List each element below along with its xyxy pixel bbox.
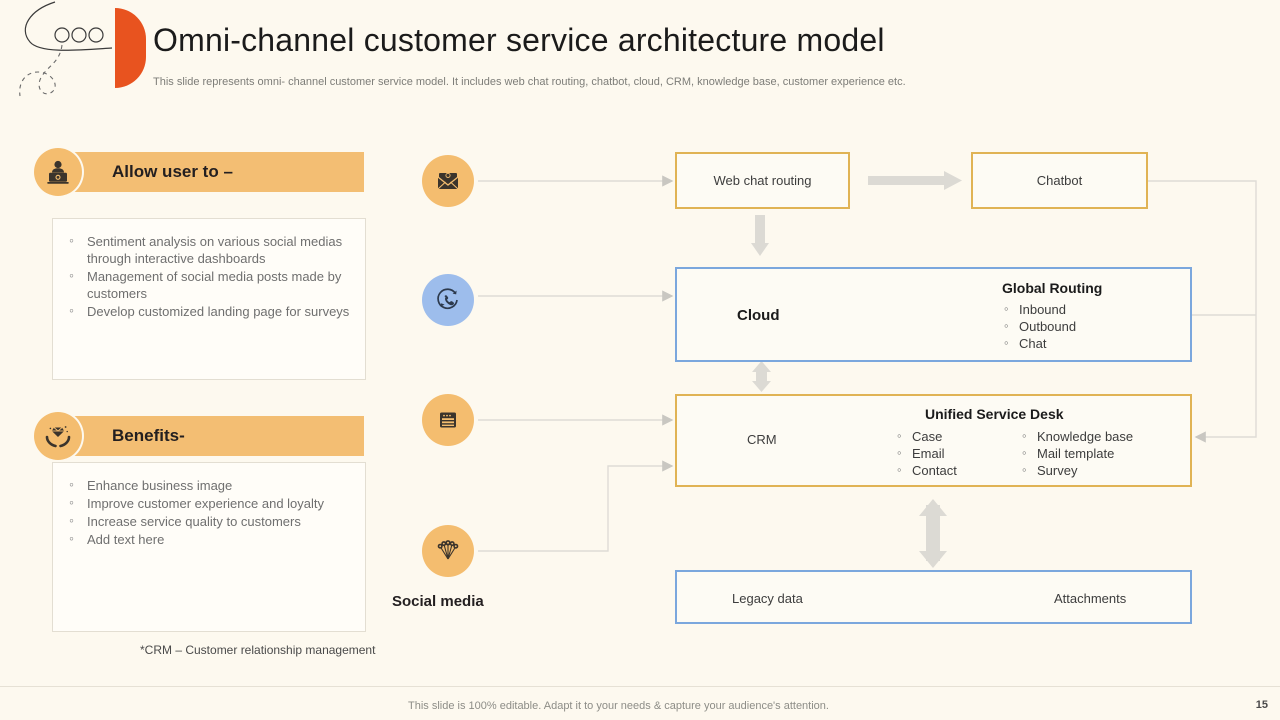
flow-list-usd-right: Knowledge base Mail template Survey	[1020, 427, 1133, 479]
list-item: Contact	[895, 461, 957, 479]
list-item: Sentiment analysis on various social med…	[65, 232, 355, 267]
flow-box-storage[interactable]: Legacy data Attachments	[675, 570, 1192, 624]
arrow-crm-storage-bidirectional	[919, 499, 947, 568]
flow-list-usd-left: Case Email Contact	[895, 427, 957, 479]
diamond-in-hands-icon	[34, 412, 82, 460]
flow-box-web-chat-routing[interactable]: Web chat routing	[675, 152, 850, 209]
server-stack-icon	[440, 412, 456, 428]
flow-label-cloud: Cloud	[737, 307, 780, 324]
channel-label-social-media: Social media	[392, 593, 484, 610]
flow-section-title-unified-service-desk: Unified Service Desk	[925, 406, 1064, 422]
list-item: Survey	[1020, 461, 1133, 479]
flow-box-crm[interactable]: CRM Unified Service Desk Case Email Cont…	[675, 394, 1192, 487]
flow-label-web-chat-routing: Web chat routing	[713, 173, 812, 188]
channel-icon-email[interactable]	[422, 155, 474, 207]
list-item: Outbound	[1002, 317, 1076, 335]
person-at-desk-icon	[34, 148, 82, 196]
list-item: Develop customized landing page for surv…	[65, 302, 355, 320]
email-envelope-icon	[437, 172, 459, 190]
list-item: Management of social media posts made by…	[65, 267, 355, 302]
flow-label-chatbot: Chatbot	[1036, 173, 1083, 188]
list-item: Case	[895, 427, 957, 445]
panel-body-allow-user-to: Sentiment analysis on various social med…	[52, 218, 366, 380]
flow-box-cloud[interactable]: Cloud Global Routing Inbound Outbound Ch…	[675, 267, 1192, 362]
bullet-list-allow-user-to: Sentiment analysis on various social med…	[53, 219, 365, 320]
flow-label-crm: CRM	[747, 432, 777, 447]
footer-divider	[0, 686, 1280, 687]
bullet-list-benefits: Enhance business image Improve customer …	[53, 463, 365, 548]
arrow-web-chat-to-cloud	[751, 215, 769, 256]
footnote-crm: *CRM – Customer relationship management	[140, 643, 376, 657]
flow-section-title-global-routing: Global Routing	[1002, 280, 1103, 296]
header-decoration	[0, 0, 160, 115]
footer-text: This slide is 100% editable. Adapt it to…	[408, 700, 829, 712]
list-item: Chat	[1002, 334, 1076, 352]
page-number: 15	[1255, 699, 1268, 711]
list-item: Email	[895, 444, 957, 462]
list-item: Increase service quality to customers	[65, 512, 355, 530]
flow-list-global-routing: Inbound Outbound Chat	[1002, 300, 1076, 352]
flow-box-chatbot[interactable]: Chatbot	[971, 152, 1148, 209]
flow-label-attachments: Attachments	[1054, 591, 1127, 606]
panel-header-benefits: Benefits-	[52, 416, 364, 456]
panel-title-benefits: Benefits-	[112, 426, 185, 445]
list-item: Enhance business image	[65, 476, 355, 494]
arrow-web-chat-to-chatbot	[868, 171, 962, 190]
page-subtitle: This slide represents omni- channel cust…	[153, 76, 906, 88]
phone-rotate-icon	[437, 288, 458, 310]
list-item: Add text here	[65, 530, 355, 548]
list-item: Mail template	[1020, 444, 1133, 462]
panel-title-allow-user-to: Allow user to –	[112, 162, 233, 181]
page-title: Omni-channel customer service architectu…	[153, 22, 885, 58]
channel-icon-server[interactable]	[422, 394, 474, 446]
arrow-cloud-crm-bidirectional	[752, 361, 771, 392]
list-item: Inbound	[1002, 300, 1076, 318]
channel-icon-social-media[interactable]	[422, 525, 474, 577]
social-network-icon	[437, 540, 459, 560]
list-item: Improve customer experience and loyalty	[65, 494, 355, 512]
channel-icon-voice[interactable]	[422, 274, 474, 326]
list-item: Knowledge base	[1020, 427, 1133, 445]
panel-header-allow-user-to: Allow user to –	[52, 152, 364, 192]
panel-body-benefits: Enhance business image Improve customer …	[52, 462, 366, 632]
flow-label-legacy-data: Legacy data	[732, 591, 803, 606]
